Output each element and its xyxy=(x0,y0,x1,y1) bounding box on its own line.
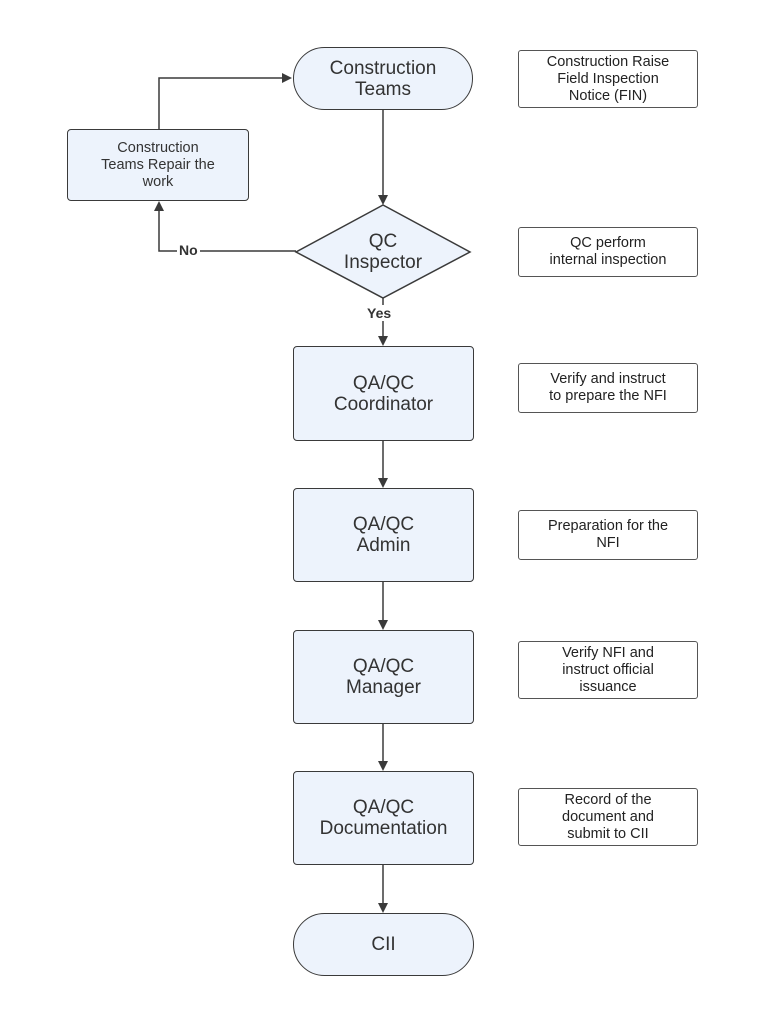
note-qc-internal-inspection-text: QC perform internal inspection xyxy=(549,235,667,268)
node-qaqc-manager-label: QA/QC Manager xyxy=(346,656,421,698)
note-verify-nfi-issuance-text: Verify NFI and instruct official issuanc… xyxy=(562,644,654,695)
note-verify-instruct-nfi: Verify and instruct to prepare the NFI xyxy=(518,363,698,413)
note-preparation-nfi: Preparation for the NFI xyxy=(518,510,698,560)
edge-label-no: No xyxy=(177,242,200,258)
node-qaqc-documentation-label: QA/QC Documentation xyxy=(319,797,448,839)
note-record-submit-cii: Record of the document and submit to CII xyxy=(518,788,698,846)
arrow-inspector-to-repair xyxy=(154,201,296,252)
node-cii-label: CII xyxy=(371,934,396,955)
note-record-submit-cii-text: Record of the document and submit to CII xyxy=(562,791,654,842)
node-qaqc-admin-label: QA/QC Admin xyxy=(352,514,415,556)
note-construction-raise-fin-text: Construction Raise Field Inspection Noti… xyxy=(546,53,670,104)
node-cii: CII xyxy=(293,913,474,976)
edge-label-yes: Yes xyxy=(365,305,394,321)
node-construction-teams: Construction Teams xyxy=(293,47,473,110)
node-construction-teams-label: Construction Teams xyxy=(329,57,437,100)
note-qc-internal-inspection: QC perform internal inspection xyxy=(518,227,698,277)
node-qaqc-coordinator-label: QA/QC Coordinator xyxy=(333,372,434,415)
node-qaqc-manager: QA/QC Manager xyxy=(293,630,474,724)
arrow-repair-to-teams xyxy=(158,73,292,129)
note-preparation-nfi-text: Preparation for the NFI xyxy=(547,518,669,551)
node-qc-inspector: QC Inspector xyxy=(295,205,471,299)
qc-inspector-diamond xyxy=(294,204,472,299)
node-qaqc-coordinator: QA/QC Coordinator xyxy=(293,346,474,441)
node-repair-work: Construction Teams Repair the work xyxy=(67,129,249,201)
node-qaqc-admin: QA/QC Admin xyxy=(293,488,474,582)
node-repair-work-label: Construction Teams Repair the work xyxy=(101,139,215,190)
note-verify-nfi-issuance: Verify NFI and instruct official issuanc… xyxy=(518,641,698,699)
node-qaqc-documentation: QA/QC Documentation xyxy=(293,771,474,865)
node-qc-inspector-label: QC Inspector xyxy=(343,231,423,273)
note-verify-instruct-nfi-text: Verify and instruct to prepare the NFI xyxy=(549,371,667,404)
note-construction-raise-fin: Construction Raise Field Inspection Noti… xyxy=(518,50,698,108)
